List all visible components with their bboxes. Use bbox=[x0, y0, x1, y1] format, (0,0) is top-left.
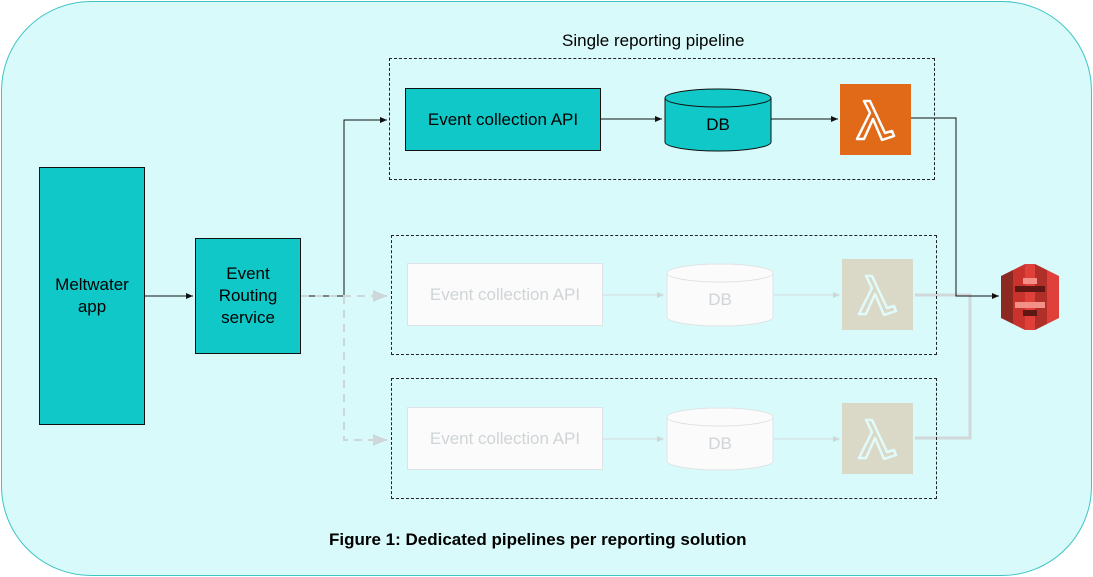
event-collection-api-1: Event collection API bbox=[405, 88, 601, 151]
db-label-2: DB bbox=[708, 290, 732, 309]
pipeline-2-container bbox=[391, 235, 937, 355]
lambda-icon bbox=[842, 259, 913, 330]
lambda-icon bbox=[842, 403, 913, 474]
database-icon: DB bbox=[666, 407, 774, 471]
arrow-routing-to-pipeline bbox=[301, 117, 387, 297]
s3-bucket-icon bbox=[1001, 262, 1059, 332]
figure-caption: Figure 1: Dedicated pipelines per report… bbox=[329, 530, 747, 549]
db-label-3: DB bbox=[708, 434, 732, 453]
pipeline-title: Single reporting pipeline bbox=[562, 31, 745, 50]
event-routing-service-box: Event Routing service bbox=[195, 238, 301, 354]
arrow-lambda-to-s3 bbox=[911, 117, 999, 299]
event-collection-api-3: Event collection API bbox=[407, 407, 603, 470]
arrow-routing-to-pipeline-3 bbox=[343, 296, 387, 446]
database-icon: DB bbox=[666, 263, 774, 327]
meltwater-app-box: Meltwater app bbox=[39, 167, 145, 425]
lambda-icon bbox=[840, 84, 911, 155]
pipeline-1-container bbox=[389, 58, 935, 180]
database-icon: DB bbox=[664, 88, 772, 152]
event-collection-api-2: Event collection API bbox=[407, 263, 603, 326]
db-label-1: DB bbox=[706, 115, 730, 134]
pipeline-3-container bbox=[391, 378, 937, 499]
line-lambda3-to-s3 bbox=[915, 296, 972, 440]
